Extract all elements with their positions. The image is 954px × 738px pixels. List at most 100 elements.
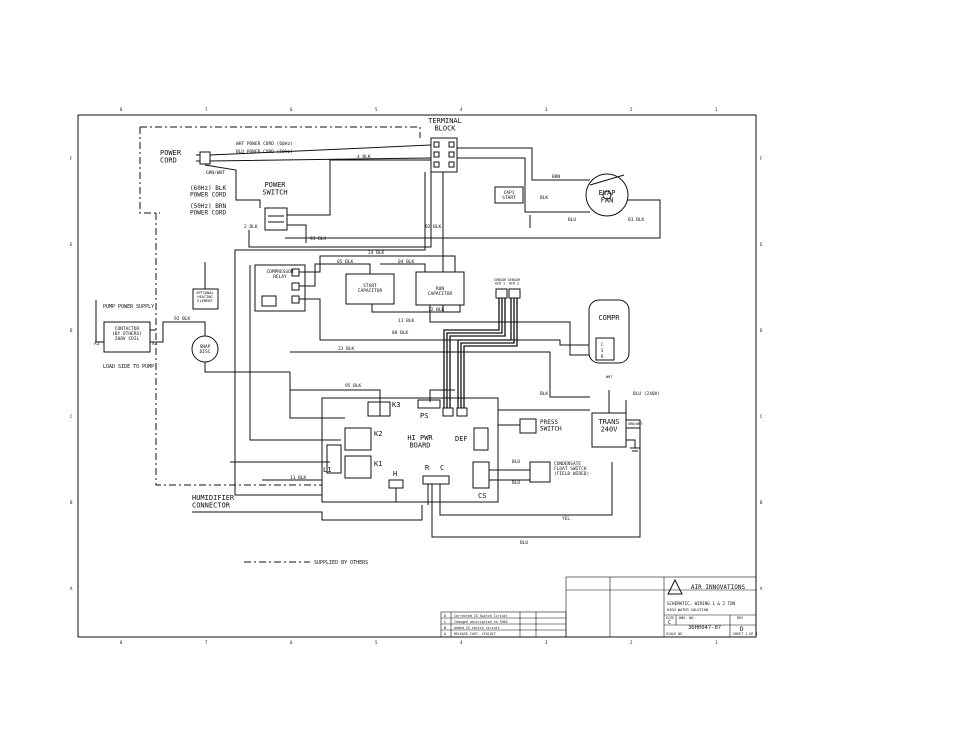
k2-relay — [344, 427, 372, 451]
rev-value: D — [740, 626, 744, 633]
wire-01-blk: 01 BLK — [628, 217, 645, 223]
zone-number: 7 — [205, 107, 208, 112]
wire-92-blk: 92 BLK — [425, 224, 442, 230]
zone-number: 8 — [120, 107, 123, 112]
sensor-plug-1 — [495, 288, 508, 299]
terminal-block — [430, 137, 458, 173]
load-side-label: LOAD SIDE TO PUMP — [103, 364, 154, 370]
zone-number: 2 — [630, 107, 633, 112]
l1-label: L1 — [323, 466, 331, 474]
zone-number: 5 — [375, 107, 378, 112]
wire-grn-wht-trans: GRN/WHT — [628, 422, 644, 426]
zone-number: 6 — [290, 640, 293, 645]
contactor-label: CONTACTOR(BY OTHERS)208V COIL — [112, 326, 142, 342]
zone-letter: B — [760, 500, 763, 505]
wire-wht: WHT — [606, 375, 613, 379]
sensor-cable-1 — [443, 298, 506, 408]
power-cord-colors-2: BLU POWER CORD (50Hz) — [236, 149, 293, 155]
revision-description: Changed description to SH04 — [454, 620, 508, 624]
revision-letter: B — [444, 626, 446, 630]
wire-blu-cond2: BLU — [512, 480, 520, 486]
cs-connector — [472, 461, 490, 489]
wire-88-blk: 88 BLK — [392, 330, 409, 336]
company-name: AIR INNOVATIONS — [691, 584, 746, 591]
zone-number: 4 — [460, 640, 463, 645]
k1-relay — [344, 455, 372, 479]
sensor-plug-2 — [508, 288, 521, 299]
k3-label: K3 — [392, 401, 400, 409]
drawing-subtitle: HIGH WATER SOLUTION — [667, 608, 708, 612]
zone-number: 5 — [375, 640, 378, 645]
terminal-block-pins — [433, 141, 455, 168]
zone-number: 2 — [630, 640, 633, 645]
zone-number: 1 — [715, 107, 718, 112]
compressor-label: COMPR — [598, 314, 620, 322]
wire-yel: YEL — [562, 516, 570, 522]
run-capacitor — [415, 271, 465, 306]
revision-description: RELEASE CUST. CIRCUIT — [454, 632, 496, 636]
feed-wires — [204, 144, 432, 248]
zone-letter: F — [70, 156, 73, 161]
zone-letter: B — [70, 500, 73, 505]
scale-label: SCALE NS — [666, 632, 682, 636]
zone-number: 7 — [205, 640, 208, 645]
wire-blk-fan: BLK — [540, 195, 548, 201]
power-switch — [264, 207, 288, 231]
press-switch — [519, 418, 537, 434]
sensor-jack-2 — [456, 407, 468, 417]
wire-blk-trans: BLK — [540, 391, 548, 397]
evap-fan-motor — [585, 173, 629, 217]
compr-term-r: R — [601, 354, 604, 359]
pump-power-supply-label: PUMP POWER SUPPLY — [103, 304, 154, 310]
drawing-frame — [77, 114, 757, 638]
wire-92-blk-contactor: 92 BLK — [174, 316, 191, 322]
c-label: C — [440, 464, 444, 472]
def-connector — [473, 427, 489, 451]
sensor-cable-2 — [457, 298, 518, 408]
sensor-jack-1 — [442, 407, 454, 417]
compressor — [588, 299, 630, 364]
wire-blu-240: BLU (240V) — [633, 391, 660, 397]
wire-05-blk: 05 BLK — [337, 259, 354, 265]
snap-disc — [191, 335, 219, 363]
size-label: SIZE — [666, 616, 674, 620]
wire-11-blk-board: 11 BLK — [290, 475, 307, 481]
zone-number: 3 — [545, 107, 548, 112]
l1-terminal — [326, 444, 342, 474]
revision-letter: A — [444, 632, 447, 636]
board-wires — [192, 265, 641, 538]
zone-number: 3 — [545, 640, 548, 645]
dwg-no-value: 36H0047-07 — [688, 625, 721, 631]
revision-letter: C — [444, 620, 446, 624]
h-connector — [388, 479, 404, 489]
a2-label: A2 — [152, 341, 158, 347]
wire-12-blk: 12 BLK — [428, 307, 445, 313]
wire-blu-bottom: BLU — [520, 540, 528, 546]
a1-label: A1 — [94, 341, 100, 347]
compr-term-c: C — [601, 342, 604, 347]
compr-term-s: S — [601, 348, 604, 353]
zone-letter: A — [70, 586, 73, 591]
zone-number: 4 — [460, 107, 463, 112]
condensate-float-switch — [529, 461, 551, 483]
wire-2-blk: 2 BLK — [244, 224, 258, 230]
wire-23-blk: 23 BLK — [338, 346, 355, 352]
cap-start — [494, 186, 524, 204]
revision-letter: D — [444, 614, 446, 618]
trans-wires — [608, 390, 640, 452]
title-block — [440, 576, 757, 638]
zone-number: 8 — [120, 640, 123, 645]
